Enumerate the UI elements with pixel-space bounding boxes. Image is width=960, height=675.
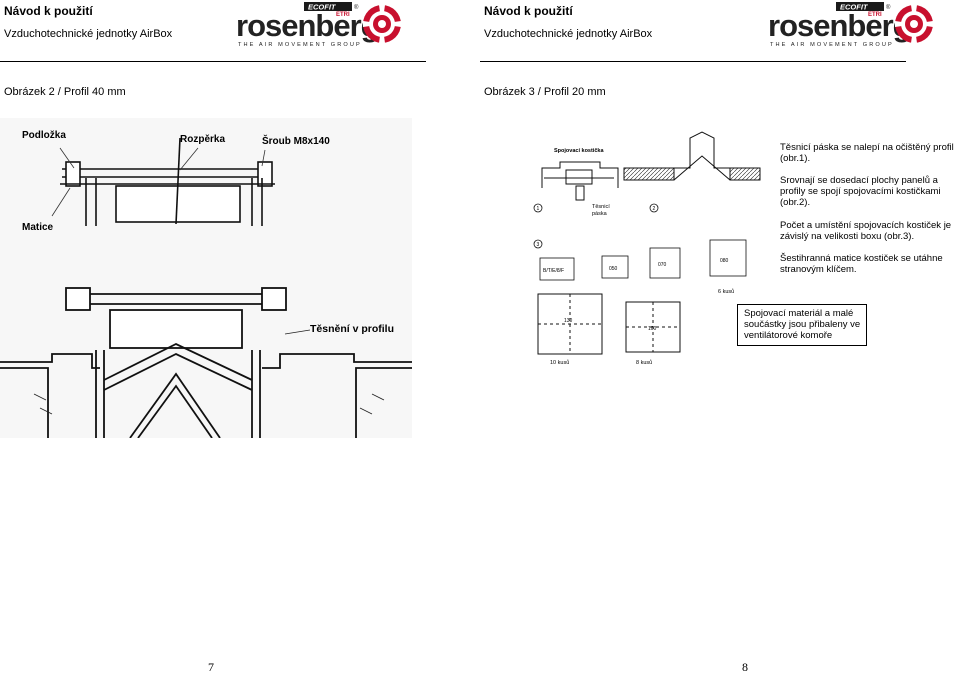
profile-40mm-drawing: Podložka Rozpěrka Šroub M8x140 Matice <box>0 118 412 438</box>
logo-reg: ® <box>354 4 359 11</box>
note-4: Šestihranná matice kostiček se utáhne st… <box>780 253 943 275</box>
page-number: 8 <box>742 660 748 674</box>
note-3: Počet a umístění spojovacích kostiček je… <box>780 220 952 242</box>
logo-reg: ® <box>886 4 891 11</box>
header-title: Návod k použití <box>4 4 93 18</box>
logo-ecofit: ECOFIT <box>840 3 869 12</box>
logo-brand: rosenberg <box>236 8 379 43</box>
label-podlozka: Podložka <box>22 130 66 141</box>
rosenberg-logo: ECOFIT ETRI rosenberg THE AIR MOVEMENT G… <box>768 2 933 48</box>
marker-3: 3 <box>537 242 540 248</box>
label-kosticka: Spojovací kostička <box>554 148 604 154</box>
logo-tagline: THE AIR MOVEMENT GROUP <box>238 42 362 48</box>
label-tesneni: Těsnění v profilu <box>310 323 394 335</box>
size-btef: B/T/E/8/F <box>543 268 564 274</box>
count-10: 10 kusů <box>550 359 569 366</box>
label-rozperka: Rozpěrka <box>180 134 225 145</box>
logo-tagline: THE AIR MOVEMENT GROUP <box>770 42 894 48</box>
count-6: 6 kusů <box>718 288 734 295</box>
marker-1: 1 <box>537 206 540 212</box>
figure-caption: Obrázek 2 / Profil 40 mm <box>4 86 126 98</box>
marker-2: 2 <box>653 206 656 212</box>
note-1: Těsnicí páska se nalepí na očištěný prof… <box>780 142 954 164</box>
page-right: Návod k použití Vzduchotechnické jednotk… <box>480 0 960 674</box>
rosenberg-logo: ECOFIT ETRI rosenberg THE AIR MOVEMENT G… <box>236 2 401 48</box>
size-070: 070 <box>658 262 667 268</box>
label-paska: páska <box>592 211 608 217</box>
note-2: Srovnají se dosedací plochy panelů a pro… <box>780 175 941 208</box>
page-number: 7 <box>208 660 214 674</box>
logo-etri: ETRI <box>868 12 882 18</box>
size-100: 100 <box>648 326 657 332</box>
header-title: Návod k použití <box>484 4 573 18</box>
label-tesnici: Těsnicí <box>592 204 610 210</box>
label-matice: Matice <box>22 222 54 233</box>
figure-caption: Obrázek 3 / Profil 20 mm <box>484 86 606 98</box>
header-rule <box>0 61 426 62</box>
size-130: 130 <box>564 318 573 324</box>
header-subtitle: Vzduchotechnické jednotky AirBox <box>4 28 173 40</box>
box-note: Spojovací materiál a malé součástky jsou… <box>737 304 867 346</box>
header-rule <box>480 61 906 62</box>
logo-brand: rosenberg <box>768 8 911 43</box>
size-080: 080 <box>720 258 729 264</box>
logo-ecofit: ECOFIT <box>308 3 337 12</box>
count-8: 8 kusů <box>636 359 652 366</box>
size-050: 050 <box>609 266 618 272</box>
rosenberg-emblem-icon <box>895 5 933 43</box>
profile-20mm-drawing: Spojovací kostička 1 Těsnicí páska 2 3 <box>533 131 761 366</box>
logo-etri: ETRI <box>336 12 350 18</box>
header-subtitle: Vzduchotechnické jednotky AirBox <box>484 28 653 40</box>
page-left: Návod k použití Vzduchotechnické jednotk… <box>0 0 480 674</box>
label-sroub: Šroub M8x140 <box>262 134 330 147</box>
rosenberg-emblem-icon <box>363 5 401 43</box>
